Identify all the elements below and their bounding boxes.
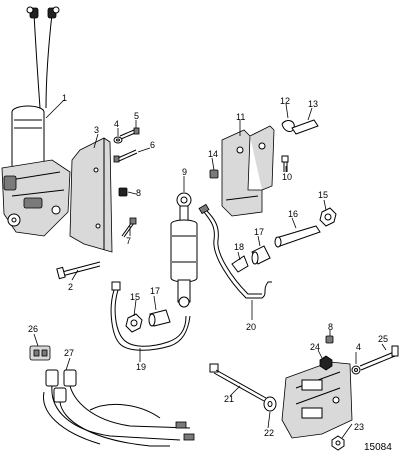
bolt-5 (119, 127, 140, 140)
callout-1: 1 (62, 93, 67, 103)
nut-8-upper (118, 187, 128, 197)
callout-15: 15 (318, 190, 328, 200)
pin-16 (274, 225, 321, 248)
callout-19: 19 (136, 362, 146, 372)
callout-8-lower: 8 (328, 322, 333, 332)
washer-4 (113, 136, 123, 144)
callout-18: 18 (234, 242, 244, 252)
nut-15-right (319, 207, 337, 227)
hydraulic-cylinder (170, 192, 198, 308)
callout-27: 27 (64, 348, 74, 358)
callout-4-lower: 4 (356, 342, 361, 352)
callout-13: 13 (308, 99, 318, 109)
mounting-bracket (69, 137, 113, 253)
bolt-10 (281, 155, 289, 172)
tube-20 (198, 203, 272, 299)
callout-23: 23 (354, 422, 364, 432)
bushing-17-left (148, 309, 171, 327)
callout-17-lower: 17 (150, 286, 160, 296)
nut-23 (331, 435, 345, 451)
callout-6: 6 (150, 140, 155, 150)
nut-15-left (125, 313, 143, 333)
callout-15-lower: 15 (130, 292, 140, 302)
callout-8: 8 (136, 188, 141, 198)
callout-3: 3 (94, 125, 99, 135)
leader-lines (33, 99, 387, 439)
bushing-17-right (251, 245, 271, 265)
callout-2: 2 (68, 282, 73, 292)
callout-17: 17 (254, 227, 264, 237)
screw-7 (121, 217, 137, 238)
pin-13 (291, 119, 319, 135)
callout-22: 22 (264, 428, 274, 438)
bolt-2 (56, 261, 101, 280)
nut-8-lower (325, 335, 334, 344)
screw-6 (113, 149, 138, 163)
callout-21: 21 (224, 394, 234, 404)
bolt-21 (209, 363, 267, 402)
callout-14: 14 (208, 149, 218, 159)
washer-22 (263, 396, 277, 412)
callout-12: 12 (280, 96, 290, 106)
callout-20: 20 (246, 322, 256, 332)
lower-mounting-plate (281, 361, 353, 439)
callout-25: 25 (378, 334, 388, 344)
callout-7: 7 (126, 236, 131, 246)
drawing-number: 15084 (364, 442, 392, 453)
callout-26: 26 (28, 324, 38, 334)
support-bracket-11 (221, 125, 275, 217)
connector-26 (29, 345, 51, 361)
tube-19 (110, 281, 191, 351)
washer-4-lower (351, 365, 361, 375)
wiring-harness-27 (43, 369, 195, 447)
callout-5: 5 (134, 111, 139, 121)
callout-16: 16 (288, 209, 298, 219)
bolt-25 (359, 345, 399, 371)
callout-24: 24 (310, 342, 320, 352)
nut-24 (319, 355, 333, 371)
callout-9: 9 (182, 167, 187, 177)
callout-11: 11 (236, 112, 245, 122)
callout-10: 10 (282, 172, 292, 182)
pump-motor-assembly (1, 6, 71, 237)
nut-14 (209, 169, 219, 179)
callout-4: 4 (114, 119, 119, 129)
ring-12 (281, 120, 295, 132)
